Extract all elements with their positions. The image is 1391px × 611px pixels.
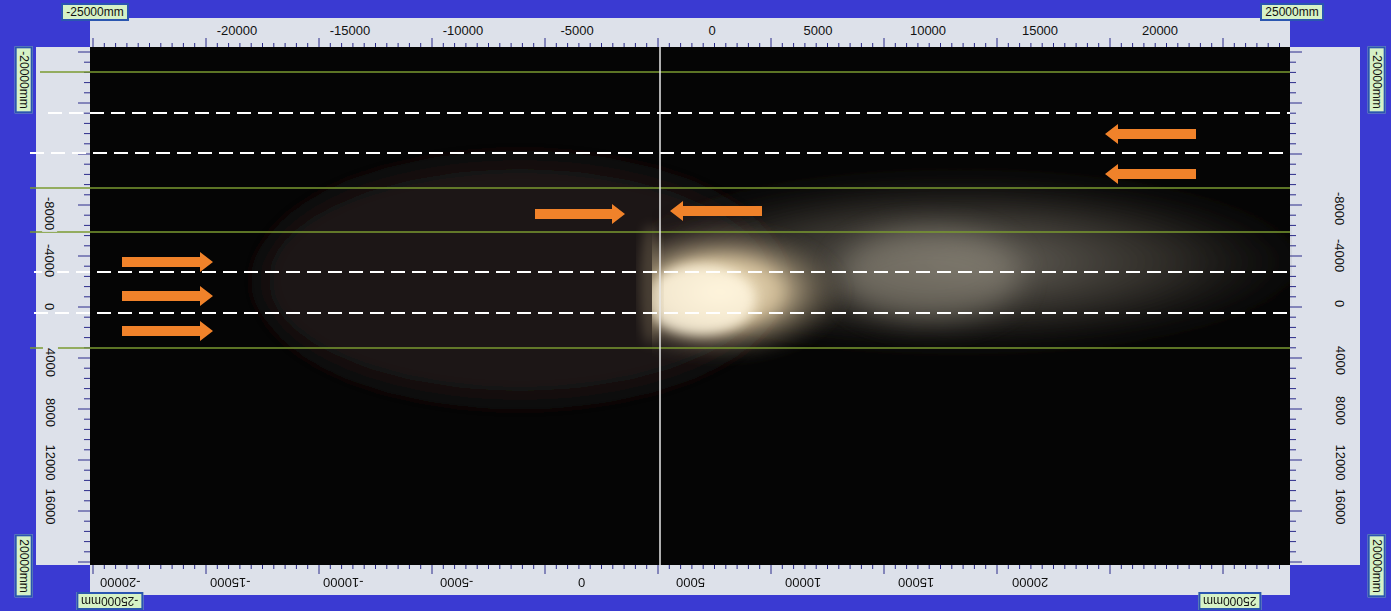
ruler-tick-label: 5000 bbox=[802, 23, 835, 38]
smoke-patch bbox=[840, 230, 1020, 320]
ruler-tick-label: 4000 bbox=[1332, 344, 1347, 377]
dim-haze bbox=[260, 160, 780, 400]
ruler-tick-label: 5000 bbox=[674, 575, 707, 590]
ruler-tick-label: 0 bbox=[42, 300, 57, 311]
ruler-tick-label: 10000 bbox=[783, 575, 823, 590]
ruler-end-label: -20000mm bbox=[15, 46, 33, 113]
fire-core bbox=[652, 265, 755, 335]
ruler-tick-label: -4000 bbox=[1333, 236, 1348, 273]
ruler-tick-label: -15000 bbox=[328, 23, 372, 38]
reference-line bbox=[659, 47, 661, 565]
ruler-tick-label: 8000 bbox=[42, 396, 57, 429]
ruler-tick-label: -20000 bbox=[215, 23, 259, 38]
ruler-tick-label: 16000 bbox=[1333, 486, 1348, 526]
ruler-end-label: 25000mm bbox=[1198, 592, 1261, 610]
ruler-right bbox=[1290, 47, 1360, 565]
glow-edge bbox=[640, 225, 660, 345]
ruler-tick-label: -20000 bbox=[98, 575, 142, 590]
ruler-tick-label: 12000 bbox=[1333, 442, 1348, 482]
ruler-tick-label: 4000 bbox=[42, 346, 57, 379]
ruler-tick-label: -5000 bbox=[438, 575, 475, 590]
fire-glow bbox=[652, 222, 850, 362]
ruler-end-label: -20000mm bbox=[1368, 46, 1386, 113]
ruler-left bbox=[36, 47, 90, 565]
ruler-tick-label: 15000 bbox=[1020, 23, 1060, 38]
ruler-tick-label: -10000 bbox=[321, 575, 365, 590]
ruler-tick-label: -10000 bbox=[441, 23, 485, 38]
ruler-end-label: -25000mm bbox=[76, 592, 143, 610]
ruler-tick-label: 15000 bbox=[896, 575, 936, 590]
ruler-tick-label: -15000 bbox=[208, 575, 252, 590]
ruler-tick-label: 0 bbox=[576, 575, 587, 590]
ruler-top bbox=[90, 18, 1290, 47]
ruler-tick-label: 0 bbox=[706, 23, 717, 38]
ruler-tick-label: 0 bbox=[1332, 297, 1347, 308]
ruler-tick-label: 12000 bbox=[43, 442, 58, 482]
ruler-tick-label: 20000 bbox=[1140, 23, 1180, 38]
ruler-tick-label: 20000 bbox=[1010, 575, 1050, 590]
ruler-end-label: 25000mm bbox=[1260, 3, 1323, 21]
ruler-end-label: 20000mm bbox=[1368, 534, 1386, 597]
ruler-tick-label: -8000 bbox=[1333, 189, 1348, 226]
ruler-tick-label: -5000 bbox=[558, 23, 595, 38]
ruler-tick-label: 16000 bbox=[43, 486, 58, 526]
ruler-tick-label: -8000 bbox=[43, 194, 58, 231]
traffic-arrows bbox=[122, 124, 1196, 341]
ruler-end-label: 20000mm bbox=[15, 534, 33, 597]
ruler-tick-label: 8000 bbox=[1332, 394, 1347, 427]
ruler-end-label: -25000mm bbox=[61, 3, 128, 21]
ruler-tick-label: 10000 bbox=[908, 23, 948, 38]
ruler-tick-label: -4000 bbox=[43, 241, 58, 278]
ruler-bottom bbox=[90, 565, 1290, 595]
